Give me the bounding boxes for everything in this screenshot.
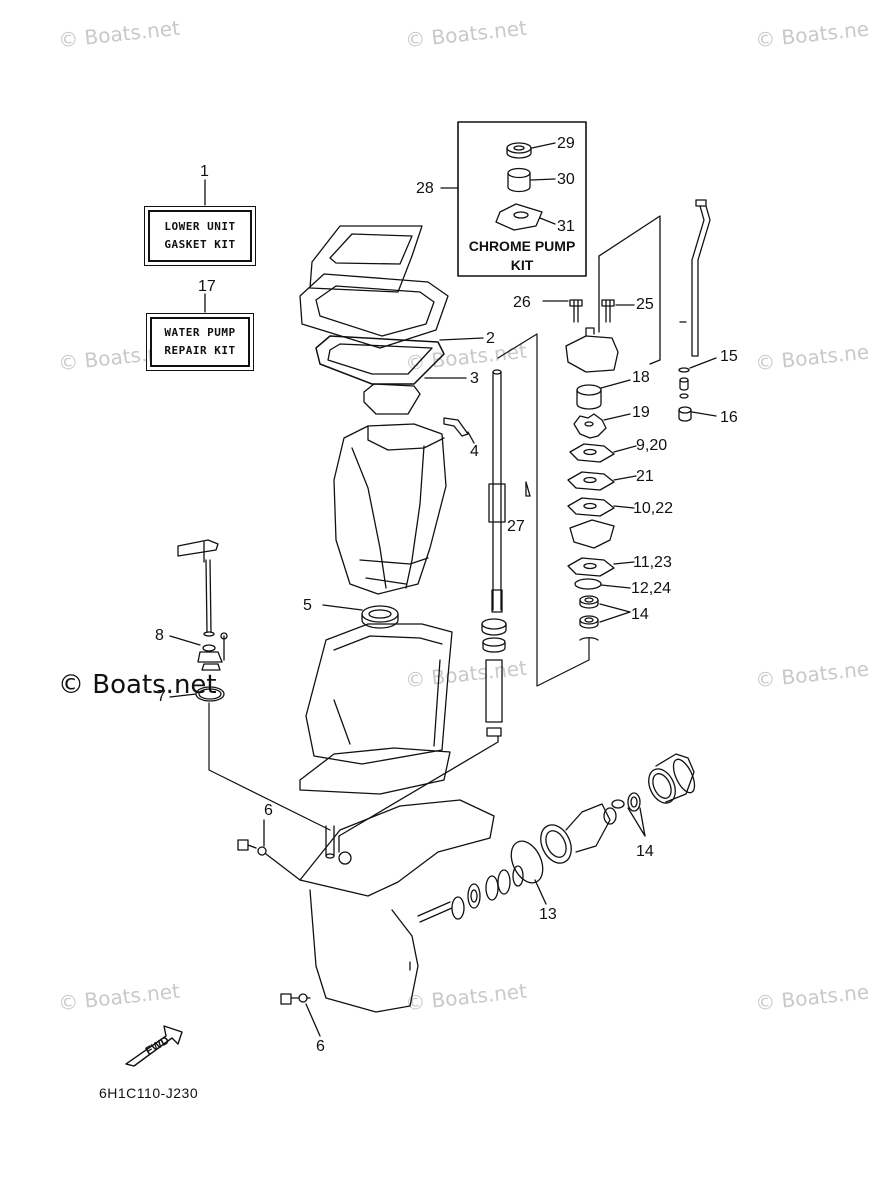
callout-10-22: 10,22 [633, 500, 674, 517]
callout-5: 5 [303, 597, 312, 614]
water-pump-repair-kit-box: WATER PUMP REPAIR KIT [146, 313, 254, 371]
callout-6-lower: 6 [316, 1038, 325, 1055]
callout-29: 29 [557, 135, 575, 152]
part-10-22-plate [567, 497, 635, 517]
lower-unit-gasket-kit-box: LOWER UNIT GASKET KIT [144, 206, 256, 266]
kit-label-line1: WATER PUMP [164, 326, 236, 339]
kit-label-line2: GASKET KIT [164, 238, 236, 251]
gearcase [299, 735, 499, 1013]
drive-shaft [481, 369, 531, 737]
callout-1: 1 [200, 163, 209, 180]
callout-27: 27 [507, 518, 525, 535]
part-7-oring [169, 686, 225, 702]
kit-label-line1: LOWER UNIT [164, 220, 236, 233]
part-6-bolt-lower [280, 993, 321, 1037]
callout-28: 28 [416, 180, 434, 197]
part-14-seals-upper [579, 595, 631, 641]
part-12-24-oring [574, 578, 631, 590]
callout-30: 30 [557, 171, 575, 188]
chrome-pump-kit-label: CHROME PUMP KIT [462, 237, 582, 275]
shift-rod [169, 539, 228, 671]
callout-4: 4 [470, 443, 479, 460]
callout-31: 31 [557, 218, 575, 235]
callout-25: 25 [636, 296, 654, 313]
callout-7: 7 [157, 688, 166, 705]
chrome-pump-line1: CHROME PUMP [468, 238, 576, 254]
pump-base [569, 519, 615, 549]
water-tube [678, 199, 717, 422]
callout-11-23: 11,23 [633, 554, 672, 571]
part-31-plate [495, 203, 556, 231]
callout-14-upper: 14 [631, 606, 649, 623]
part-19-impeller [573, 413, 631, 439]
part-29-washer [506, 142, 556, 159]
callout-2: 2 [486, 330, 495, 347]
callout-6-upper: 6 [264, 802, 273, 819]
part-6-bolt-upper [237, 819, 301, 881]
callout-21: 21 [636, 468, 654, 485]
fwd-arrow [125, 1025, 183, 1067]
part-9-20-plate [569, 443, 637, 463]
part-4-clip [443, 417, 475, 444]
gasket-set [299, 225, 484, 415]
water-pump-housing [542, 299, 635, 373]
part-18-liner [576, 379, 631, 410]
callout-19: 19 [632, 404, 650, 421]
part-30-sleeve [507, 167, 556, 193]
callout-17: 17 [198, 278, 216, 295]
callout-26: 26 [513, 294, 531, 311]
prop-shaft [417, 865, 524, 923]
bearing-housing [540, 753, 696, 864]
lower-casing [299, 623, 453, 795]
callout-3: 3 [470, 370, 479, 387]
callout-9-20: 9,20 [636, 437, 668, 454]
callout-13: 13 [539, 906, 557, 923]
callout-18: 18 [632, 369, 650, 386]
part-13-oring [510, 840, 547, 905]
callout-15: 15 [720, 348, 738, 365]
part-5-seal [322, 604, 399, 629]
chrome-pump-kit-frame [457, 121, 587, 277]
callout-12-24: 12,24 [631, 580, 672, 597]
kit-label-line2: REPAIR KIT [164, 344, 236, 357]
upper-casing [333, 423, 447, 595]
chrome-pump-line2: KIT [510, 257, 534, 273]
callout-16: 16 [720, 409, 738, 426]
diagram-code: 6H1C110-J230 [99, 1085, 199, 1101]
callout-14-lower: 14 [636, 843, 654, 860]
part-11-23-gasket [567, 557, 635, 577]
part-21-gasket [567, 471, 637, 491]
callout-8: 8 [155, 627, 164, 644]
